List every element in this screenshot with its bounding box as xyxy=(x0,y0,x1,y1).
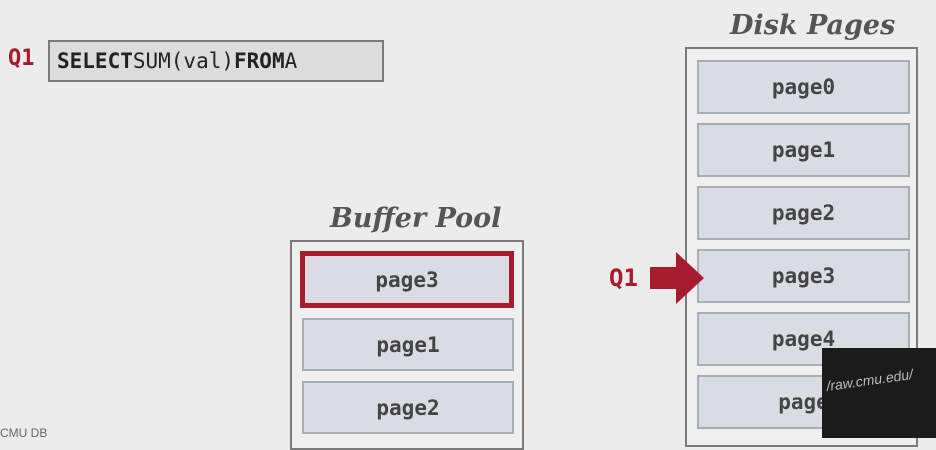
buffer-pool-slot: page3 xyxy=(300,251,514,308)
buffer-pool-title: Buffer Pool xyxy=(330,203,502,234)
sql-from-keyword: FROM xyxy=(234,49,285,73)
sql-select-keyword: SELECT xyxy=(57,49,133,73)
query-label: Q1 xyxy=(8,46,35,71)
disk-pages-container: page0 page1 page2 page3 page4 page xyxy=(685,47,918,447)
disk-pages-title: Disk Pages xyxy=(730,10,896,41)
disk-page-slot: page3 xyxy=(697,249,910,303)
sql-table-name: A xyxy=(284,49,298,73)
footer-text: CMU DB xyxy=(0,426,48,440)
right-arrow-icon xyxy=(650,252,704,304)
buffer-pool-container: page3 page1 page2 xyxy=(290,240,524,450)
buffer-pool-slot: page2 xyxy=(302,381,514,434)
sql-aggregate-function: SUM(val) xyxy=(132,49,235,73)
sql-query-box: SELECT SUM(val) FROM A xyxy=(48,40,384,82)
buffer-pool-slot: page1 xyxy=(302,318,514,371)
video-overlay xyxy=(822,348,936,438)
disk-page-slot: page0 xyxy=(697,60,910,114)
disk-page-slot: page1 xyxy=(697,123,910,177)
pointer-label: Q1 xyxy=(609,264,638,292)
disk-page-slot: page2 xyxy=(697,186,910,240)
